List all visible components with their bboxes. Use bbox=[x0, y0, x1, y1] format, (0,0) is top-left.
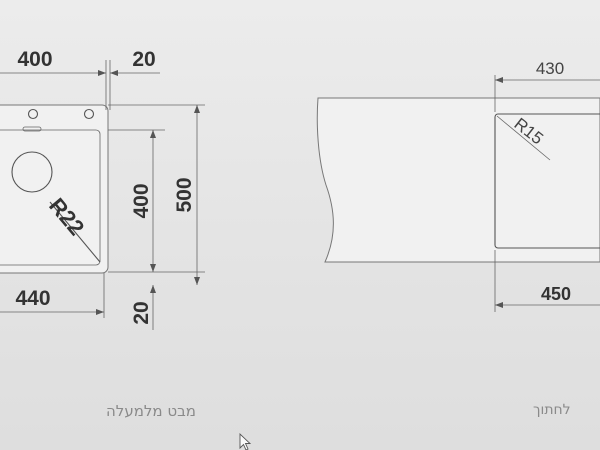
top-view-group: R22 400 20 400 500 440 20 מבט bbox=[0, 48, 205, 420]
caption-top-view: מבט מלמעלה bbox=[106, 402, 196, 420]
arrow-depth-inner-bottom bbox=[150, 264, 156, 272]
caption-cutout: לחתוך bbox=[533, 402, 571, 418]
overflow-slot bbox=[22, 126, 42, 132]
dim-label-cutout-bottom: 450 bbox=[541, 284, 571, 304]
mouse-cursor-icon bbox=[239, 432, 252, 450]
sink-outline bbox=[0, 104, 109, 274]
arrow-depth-outer-bottom bbox=[194, 277, 200, 285]
arrow-depth-inner-top bbox=[150, 130, 156, 138]
arrow-cutout-bottom bbox=[495, 302, 503, 308]
dim-label-cutout-top: 430 bbox=[536, 59, 564, 78]
dim-label-rim-top: 20 bbox=[132, 48, 155, 71]
arrow-cutout-top bbox=[495, 77, 503, 83]
sink-bowl bbox=[0, 129, 101, 266]
dim-label-top-width: 400 bbox=[17, 48, 52, 71]
radius-leader-r22 bbox=[49, 201, 101, 263]
tap-hole-left bbox=[27, 108, 39, 120]
arrow-depth-outer-top bbox=[194, 105, 200, 113]
cutout-rect bbox=[494, 113, 600, 249]
arrow-bottom-width bbox=[96, 309, 104, 315]
dim-label-depth-outer: 500 bbox=[173, 177, 196, 212]
countertop-outline bbox=[316, 97, 600, 263]
dim-label-rim-bottom: 20 bbox=[130, 301, 153, 324]
dim-label-depth-inner: 400 bbox=[130, 183, 153, 218]
arrow-rim-top bbox=[110, 70, 118, 76]
radius-leader-r15 bbox=[496, 115, 551, 161]
tap-hole-right bbox=[83, 108, 95, 120]
arrow-top-width bbox=[98, 70, 106, 76]
arrow-rim-bottom bbox=[150, 285, 156, 293]
dim-label-bottom-width: 440 bbox=[15, 287, 50, 310]
cutout-group: R15 430 450 לחתוך bbox=[316, 59, 600, 418]
drain-circle bbox=[11, 151, 53, 193]
